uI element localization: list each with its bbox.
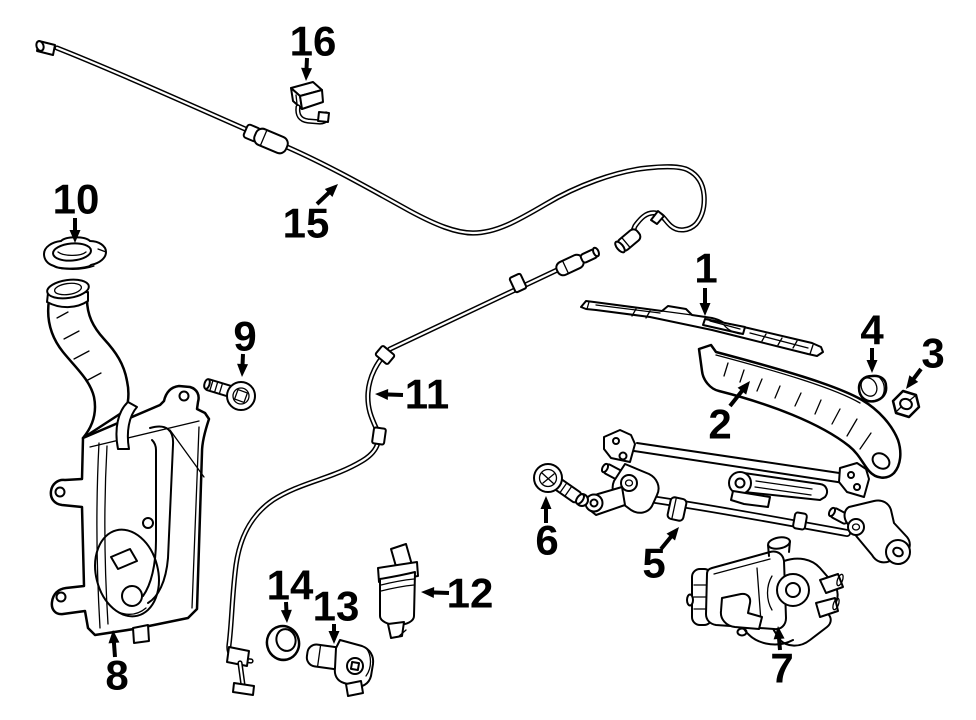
callout-arrowhead-5 xyxy=(666,527,679,541)
callout-arrowhead-13 xyxy=(328,631,340,644)
hose-end-elbow xyxy=(226,646,255,696)
wiper-arm xyxy=(697,343,902,479)
callout-arrowhead-11 xyxy=(375,388,389,400)
hose-clip xyxy=(508,272,528,294)
callout-arrowhead-16 xyxy=(301,67,313,81)
callout-arrowhead-7 xyxy=(773,626,785,640)
wiper-blade xyxy=(580,300,824,357)
washer-hose-front xyxy=(35,40,704,254)
callout-arrowhead-2 xyxy=(737,381,750,395)
callout-arrow-5 xyxy=(659,533,675,551)
callout-arrowhead-8 xyxy=(108,630,120,644)
filler-neck-opening xyxy=(46,278,90,309)
callout-label-3: 3 xyxy=(921,330,944,377)
hose-tab xyxy=(650,210,665,225)
callout-arrowhead-1 xyxy=(699,303,711,316)
callout-label-15: 15 xyxy=(283,200,330,247)
callout-label-11: 11 xyxy=(405,371,449,418)
reservoir-cap xyxy=(43,236,107,270)
reservoir-body xyxy=(49,384,211,637)
fluid-level-sensor xyxy=(305,639,375,697)
callout-label-10: 10 xyxy=(53,176,100,223)
callout-arrowhead-14 xyxy=(280,609,292,623)
callout-arrow-15 xyxy=(315,189,333,206)
callout-arrowhead-4 xyxy=(866,360,878,373)
callout-label-7: 7 xyxy=(770,645,793,692)
hose-inline-connector xyxy=(242,123,289,155)
callout-label-6: 6 xyxy=(535,517,558,564)
callout-arrowhead-10 xyxy=(69,230,81,243)
washer-nozzle-tee xyxy=(614,228,642,254)
callout-arrow-12 xyxy=(430,590,450,595)
linkage-center-link xyxy=(728,471,829,508)
washer-reservoir xyxy=(46,278,211,644)
callout-label-1: 1 xyxy=(694,245,717,292)
callout-label-4: 4 xyxy=(860,307,884,354)
linkage-screw xyxy=(533,463,585,505)
filler-neck xyxy=(46,297,130,440)
hose-clip xyxy=(374,345,396,365)
callout-arrowhead-3 xyxy=(906,375,919,389)
hose-end-nozzle-icon xyxy=(35,40,56,56)
callout-arrow-2 xyxy=(728,387,746,408)
callout-label-16: 16 xyxy=(290,18,337,65)
callout-arrowhead-12 xyxy=(421,586,435,598)
callout-arrow-11 xyxy=(384,392,404,397)
wiper-linkage xyxy=(575,429,911,565)
washer-hose-rear xyxy=(226,246,600,696)
callout-label-9: 9 xyxy=(233,313,256,360)
hose-clip xyxy=(371,426,387,446)
linkage-bushing xyxy=(666,496,688,522)
callout-label-14: 14 xyxy=(267,562,314,609)
callout-label-2: 2 xyxy=(708,401,731,448)
callout-label-12: 12 xyxy=(447,570,494,617)
pump-grommet xyxy=(265,624,301,662)
washer-pump xyxy=(377,543,419,639)
pivot-nut xyxy=(891,389,921,419)
callout-arrowhead-15 xyxy=(324,184,338,197)
linkage-left-pivot xyxy=(575,429,660,516)
callout-arrowhead-6 xyxy=(540,496,552,509)
hose-clip-16 xyxy=(290,81,330,122)
linkage-right-pivot xyxy=(827,462,911,565)
wiper-motor xyxy=(686,536,844,647)
reservoir-screw xyxy=(203,378,256,411)
linkage-bushing xyxy=(792,511,808,531)
pivot-cap xyxy=(857,374,888,403)
callout-label-13: 13 xyxy=(313,583,360,630)
callout-label-5: 5 xyxy=(642,540,665,587)
callout-arrowhead-9 xyxy=(237,363,249,377)
callout-label-8: 8 xyxy=(105,652,128,699)
hose-end-fitting xyxy=(555,246,600,277)
